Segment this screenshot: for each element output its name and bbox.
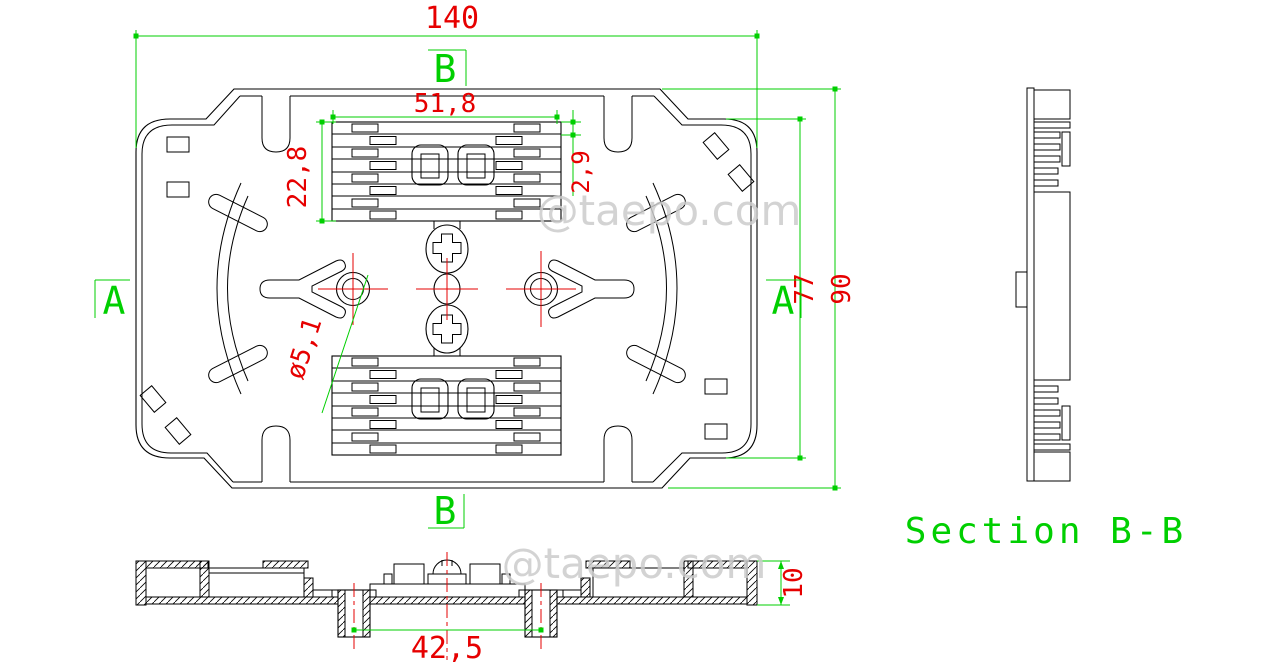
section-marker-a-left: A: [94, 279, 130, 323]
diamond-holes: [139, 132, 755, 445]
dim-holder-height-text: 22,8: [283, 146, 313, 209]
fiber-guides: [208, 182, 686, 395]
plate-outer-outline: [135, 88, 758, 489]
section-marker-b-bottom: B: [428, 489, 465, 533]
section-marker-b-top: B: [428, 47, 467, 91]
section-a-left-label: A: [103, 279, 126, 323]
dimension-slot-pitch: 2,9: [561, 110, 595, 196]
dim-holder-width-text: 51,8: [414, 89, 477, 119]
plan-view: [135, 88, 758, 489]
dimension-base-thickness: 10: [757, 560, 809, 606]
dim-overall-width-text: 140: [425, 1, 479, 36]
section-marker-a-right: A: [766, 279, 802, 323]
section-b-bottom-label: B: [434, 489, 457, 533]
dim-hole-diameter-text: ø5,1: [280, 314, 328, 383]
dimension-holder-height: 22,8: [283, 119, 336, 224]
edge-notches: [261, 96, 633, 482]
rect-holes: [166, 136, 728, 440]
dim-inner-height-text: 77: [790, 273, 820, 304]
splice-holder-top: [331, 121, 562, 222]
dim-slot-pitch-text: 2,9: [567, 150, 595, 193]
dimension-overall-height: 90: [662, 86, 857, 491]
section-cavities: [145, 567, 748, 598]
dim-base-thickness-text: 10: [779, 567, 809, 598]
dimension-overall-width: 140: [133, 1, 760, 148]
dimension-holder-width: 51,8: [330, 89, 560, 124]
dimension-inner-height: 77: [726, 116, 820, 461]
boss-centerlines: [353, 552, 542, 660]
dim-overall-height-text: 90: [827, 273, 857, 304]
watermark-bottom: @taepo.com: [502, 539, 767, 588]
section-bb-view: [1015, 87, 1071, 482]
watermark-center: @taepo.com: [537, 186, 802, 235]
splice-holder-bottom: [331, 355, 562, 456]
dim-boss-spacing-text: 42,5: [411, 631, 483, 666]
section-a-right-label: A: [772, 279, 795, 323]
plate-inner-outline: [141, 95, 752, 483]
dimension-boss-spacing: 42,5: [351, 627, 544, 666]
section-title: Section B-B: [905, 511, 1187, 552]
dimension-hole-diameter: ø5,1: [280, 274, 369, 414]
section-b-top-label: B: [434, 47, 457, 91]
crosshair-centerlines: [318, 251, 576, 327]
front-section-view: 42,5 10: [135, 552, 809, 666]
latch-chevrons: [259, 259, 635, 319]
